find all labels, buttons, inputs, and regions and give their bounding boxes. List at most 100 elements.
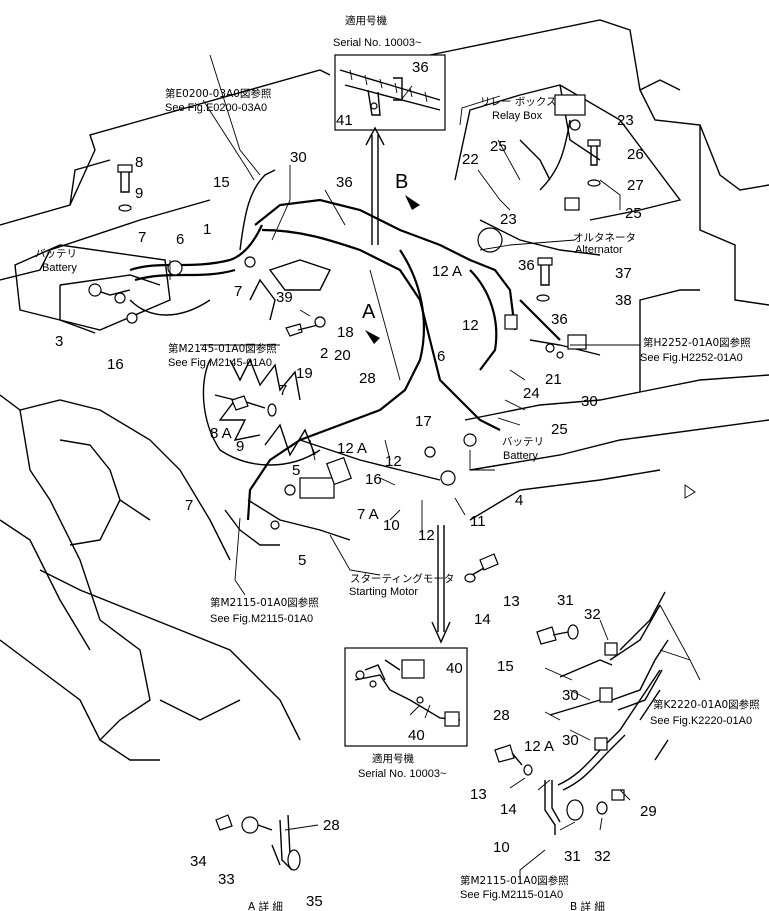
callout-31-a: 31: [557, 592, 574, 609]
battery-right-jp: バッテリ: [502, 436, 544, 448]
callout-12-b: 12: [385, 453, 402, 470]
detail-right-parts: [494, 591, 669, 835]
detail-left-parts: [215, 814, 301, 871]
callouts: 1 2 3 4 5 5 6 6 7 7 7 7 7 A 8 8 A 9 9 10…: [55, 59, 657, 910]
callout-29: 29: [640, 803, 657, 820]
callout-36-a: 36: [412, 59, 429, 76]
battery-left-jp: バッテリ: [35, 248, 77, 260]
captions: 適用号機 Serial No. 10003~ 第E0200-03A0図参照 Se…: [35, 14, 760, 911]
callout-30-d: 30: [562, 732, 579, 749]
callout-25-a: 25: [490, 138, 507, 155]
callout-12A-a: 12 A: [432, 263, 462, 280]
callout-7-c: 7: [279, 382, 287, 399]
alternator-en: Alternator: [575, 244, 623, 256]
callout-24: 24: [523, 385, 540, 402]
callout-9-a: 9: [135, 185, 143, 202]
callout-17: 17: [415, 413, 432, 430]
callout-38: 38: [615, 292, 632, 309]
callout-8A: 8 A: [210, 425, 232, 442]
starting-motor-jp: スターティングモータ: [350, 572, 454, 585]
callout-28-a: 28: [359, 370, 376, 387]
fig-e0200-jp: 第E0200-03A0図参照: [165, 87, 272, 100]
callout-40-b: 40: [408, 727, 425, 744]
callout-5-b: 5: [298, 552, 306, 569]
callout-28-b: 28: [493, 707, 510, 724]
callout-10-a: 10: [383, 517, 400, 534]
callout-13-b: 13: [470, 786, 487, 803]
callout-12-a: 12: [462, 317, 479, 334]
serial-bottom-jp: 適用号機: [372, 752, 414, 765]
callout-23-b: 23: [500, 211, 517, 228]
callout-32-a: 32: [584, 606, 601, 623]
callout-16-b: 16: [365, 471, 382, 488]
serial-bottom-en: Serial No. 10003~: [358, 768, 446, 780]
callout-35: 35: [306, 893, 323, 910]
callout-7-d: 7: [185, 497, 193, 514]
fig-k2220-jp: 第K2220-01A0図参照: [653, 698, 760, 711]
callout-12A-b: 12 A: [337, 440, 367, 457]
starting-motor-en: Starting Motor: [349, 586, 418, 598]
components: [88, 94, 601, 583]
fig-m2115b-jp: 第M2115-01A0図参照: [460, 874, 569, 887]
alternator-jp: オルタネータ: [573, 232, 636, 244]
callout-4: 4: [515, 492, 523, 509]
inset-detail-a: [334, 54, 446, 131]
callout-30-b: 30: [581, 393, 598, 410]
detail-bottom-right: B 詳 細: [570, 900, 605, 911]
callout-3: 3: [55, 333, 63, 350]
fig-m2115b-en: See Fig.M2115-01A0: [460, 889, 563, 901]
callout-7-b: 7: [234, 283, 242, 300]
callout-39: 39: [276, 289, 293, 306]
callout-36-b: 36: [336, 174, 353, 191]
callout-36-c: 36: [518, 257, 535, 274]
fig-m2115a-jp: 第M2115-01A0図参照: [210, 596, 319, 609]
callout-28-c: 28: [323, 817, 340, 834]
callout-11: 11: [470, 513, 486, 530]
machine-frame-outline: [0, 19, 769, 761]
callout-15-b: 15: [497, 658, 514, 675]
fig-m2145-en: See Fig.M2145-01A0: [168, 357, 272, 369]
callout-7-a: 7: [138, 229, 146, 246]
callout-32-b: 32: [594, 848, 611, 865]
inset-detail-b: [344, 647, 468, 747]
callout-10-b: 10: [493, 839, 510, 856]
callout-9-b: 9: [236, 438, 244, 455]
view-marker-a: A: [362, 301, 376, 323]
fig-h2252-jp: 第H2252-01A0図参照: [643, 336, 751, 349]
view-marker-b: B: [395, 171, 408, 193]
arrow-inset-b-link: [431, 525, 451, 644]
fig-k2220-en: See Fig.K2220-01A0: [650, 715, 752, 727]
callout-19: 19: [296, 365, 313, 382]
callout-15-a: 15: [213, 174, 230, 191]
callout-8: 8: [135, 154, 143, 171]
callout-6-b: 6: [437, 348, 445, 365]
callout-34: 34: [190, 853, 207, 870]
fig-m2115a-en: See Fig.M2115-01A0: [210, 613, 313, 625]
callout-36-d: 36: [551, 311, 568, 328]
callout-25-c: 25: [551, 421, 568, 438]
callout-22: 22: [462, 151, 479, 168]
callout-30-a: 30: [290, 149, 307, 166]
callout-2: 2: [320, 345, 328, 362]
callout-18: 18: [337, 324, 354, 341]
serial-top-jp: 適用号機: [345, 14, 387, 27]
callout-23-a: 23: [617, 112, 634, 129]
callout-40-a: 40: [446, 660, 463, 677]
fig-m2145-jp: 第M2145-01A0図参照: [168, 342, 277, 355]
relay-box-en: Relay Box: [492, 110, 543, 122]
callout-13-a: 13: [503, 593, 520, 610]
battery-right-en: Battery: [503, 450, 538, 462]
callout-14-a: 14: [474, 611, 491, 628]
callout-37: 37: [615, 265, 632, 282]
wiring-harness: [94, 119, 601, 546]
fig-e0200-en: See Fig.E0200-03A0: [165, 102, 267, 114]
callout-7A: 7 A: [357, 506, 379, 523]
callout-41: 41: [336, 112, 353, 129]
leader-lines: [169, 54, 701, 880]
callout-30-c: 30: [562, 687, 579, 704]
callout-27: 27: [627, 177, 644, 194]
callout-1: 1: [203, 221, 211, 238]
arrow-inset-a-link: [365, 126, 385, 245]
relay-box-jp: リレー ボックス: [480, 96, 557, 108]
callout-5-a: 5: [292, 462, 300, 479]
